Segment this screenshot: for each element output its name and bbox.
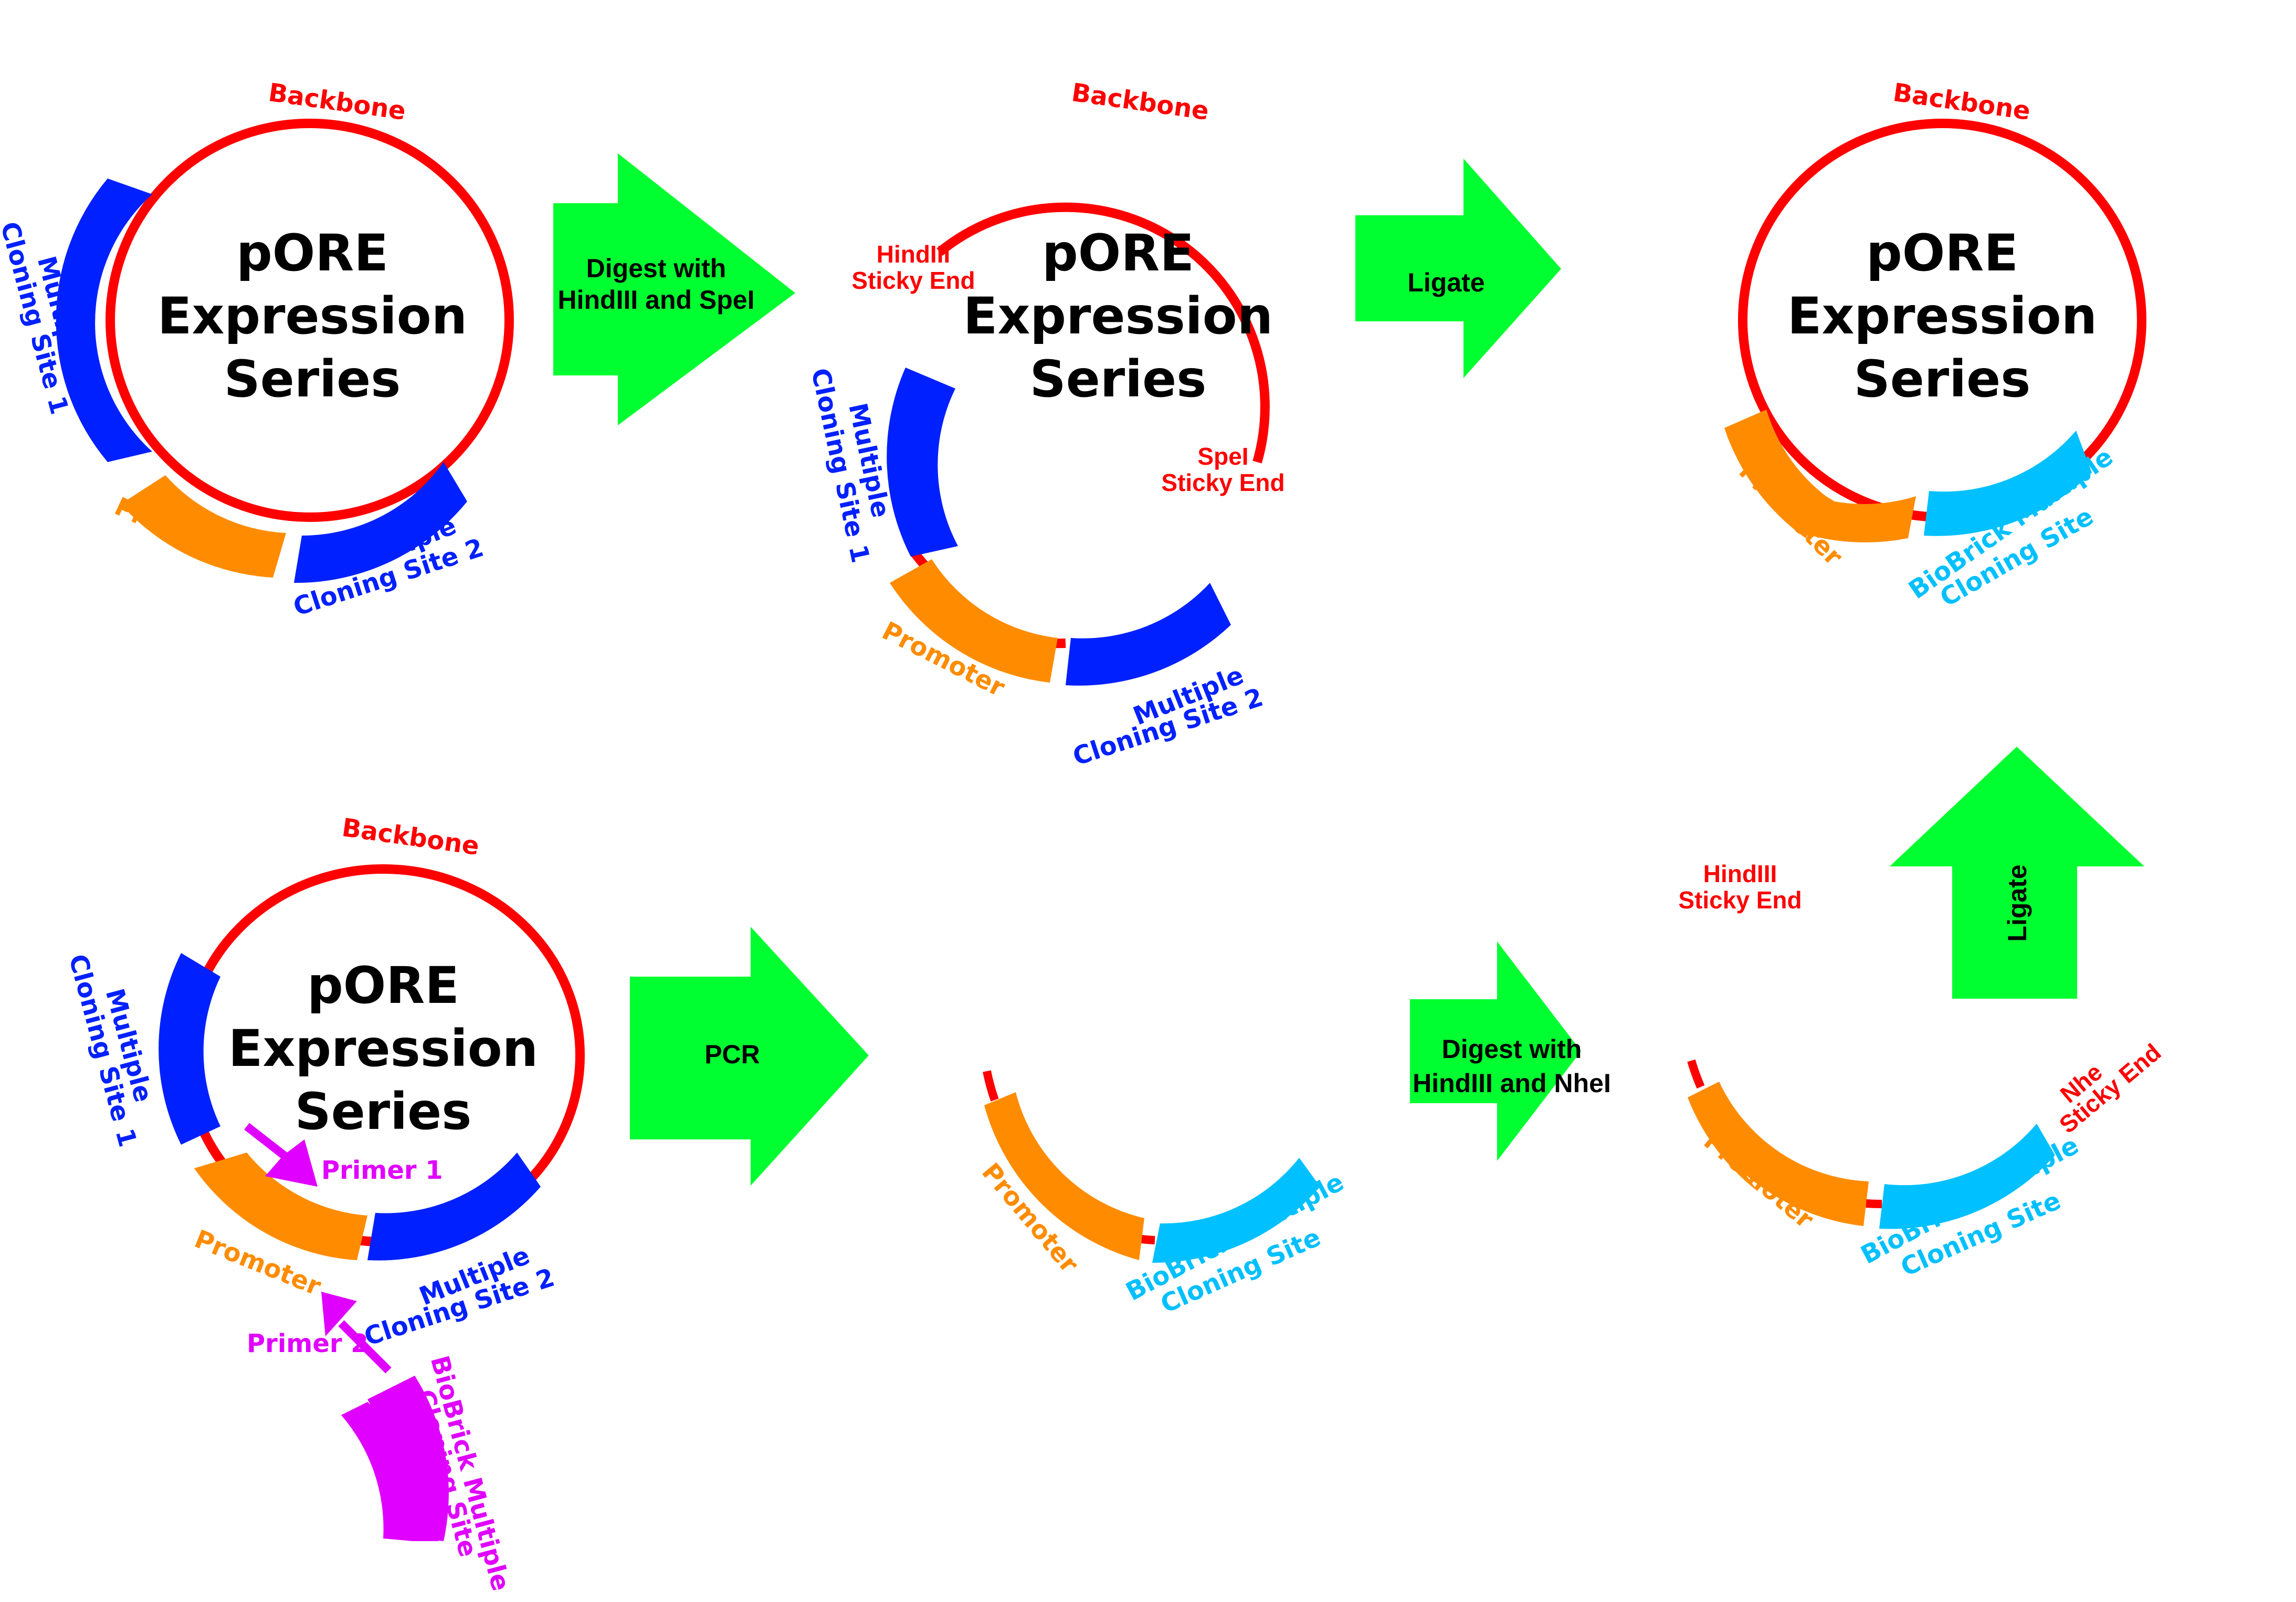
plasmid-digested: pORE Expression Series Backbone HindIII …: [805, 78, 1285, 772]
plasmid-title-line3: Series: [295, 1082, 472, 1141]
step-label: Ligate: [2003, 864, 2032, 941]
step-label-line1: Digest with: [586, 254, 726, 283]
promoter-segment-main: [1688, 1082, 1869, 1226]
step-label: PCR: [704, 1040, 760, 1069]
arrow-head-icon: [321, 1292, 357, 1336]
promoter-segment: [194, 1153, 367, 1260]
biobrick-overhang-body: [367, 1376, 449, 1541]
biobrick-segment: [1879, 1124, 2055, 1229]
backbone-link: [1866, 1199, 1882, 1209]
backbone-link: [1141, 1235, 1155, 1244]
backbone-label: Backbone: [1891, 78, 2032, 126]
step-label-line1: Digest with: [1442, 1034, 1582, 1064]
plasmid-pcr-template: pORE Expression Series Backbone Multiple…: [63, 813, 585, 1594]
plasmid-original: pORE Expression Series Backbone Multiple…: [0, 78, 514, 622]
backbone-stub: [1687, 1059, 1705, 1089]
plasmid-title-line2: Expression: [963, 287, 1273, 345]
primer1-label: Primer 1: [321, 1156, 443, 1185]
primer1-arrow: Primer 1: [244, 1123, 443, 1187]
plasmid-final: pORE Expression Series Backbone Promoter…: [1724, 78, 2146, 613]
plasmid-title-line1: pORE: [307, 956, 459, 1015]
plasmid-title-line2: Expression: [1787, 287, 2097, 345]
plasmid-title-line1: pORE: [236, 224, 388, 282]
plasmid-title-line3: Series: [1030, 350, 1207, 409]
step-arrow-digest2: Digest with HindIII and NheI: [1410, 941, 1611, 1161]
mcs2-segment: [294, 462, 467, 583]
arrow-up-icon: [1890, 747, 2144, 999]
backbone-label: Backbone: [1070, 78, 1211, 126]
digested-pcr-fragment: HindIII Sticky End Nhe Sticky End Promot…: [1678, 860, 2166, 1282]
backbone-stub: [983, 1070, 999, 1102]
arrow-shaft: [338, 1320, 392, 1374]
pcr-product-fragment: Promoter BioBrick Multiple Cloning Site: [976, 1070, 1349, 1319]
step-arrow-pcr: PCR: [630, 927, 869, 1186]
plasmid-title-line3: Series: [224, 350, 401, 409]
backbone-arc: [936, 202, 1270, 464]
promoter-segment-lower: [1727, 436, 1916, 542]
promoter-segment: [890, 559, 1058, 683]
hindiii-end-label-line1: HindIII: [877, 240, 951, 268]
spei-end-label-line1: SpeI: [1197, 443, 1248, 470]
plasmid-title-line3: Series: [1854, 350, 2031, 409]
hindiii-end-label-line2: Sticky End: [1678, 886, 1802, 914]
promoter-segment: [984, 1092, 1144, 1260]
arrow-right-icon: [1410, 941, 1581, 1161]
step-label-line2: HindIII and SpeI: [557, 285, 754, 315]
hindiii-end-label-line1: HindIII: [1703, 860, 1777, 887]
step-arrow-digest1: Digest with HindIII and SpeI: [553, 153, 795, 425]
arrow-right-icon: [630, 927, 869, 1186]
hindiii-end-label-line2: Sticky End: [851, 267, 975, 294]
plasmid-title-line1: pORE: [1866, 224, 2018, 282]
mcs1-segment: [56, 179, 152, 462]
arrow-right-icon: [1355, 159, 1561, 378]
backbone-ring: [106, 119, 514, 522]
backbone-label: Backbone: [340, 813, 481, 861]
primer2-arrow: Primer 2: [247, 1292, 392, 1374]
mcs1-segment: [159, 953, 220, 1145]
step-arrow-ligate1: Ligate: [1355, 159, 1561, 378]
promoter-segment: [121, 475, 286, 578]
plasmid-title-line1: pORE: [1042, 224, 1194, 282]
spei-end-label-line2: Sticky End: [1161, 469, 1284, 496]
plasmid-title-line2: Expression: [228, 1019, 538, 1078]
step-arrow-ligate2: Ligate: [1890, 747, 2144, 999]
mcs2-segment: [1066, 583, 1231, 686]
step-label-line2: HindIII and NheI: [1413, 1069, 1611, 1098]
arrow-right-icon: [553, 153, 795, 425]
plasmid-title-line2: Expression: [157, 287, 467, 345]
arrow-head-icon: [265, 1139, 318, 1187]
biobrick-segment: [1924, 431, 2092, 536]
biobrick-segment: [1152, 1158, 1320, 1263]
mcs2-segment: [367, 1153, 541, 1261]
step-label: Ligate: [1407, 268, 1484, 297]
backbone-label: Backbone: [267, 78, 408, 126]
primer2-label: Primer 2: [247, 1329, 368, 1358]
mcs1-segment: [887, 368, 958, 557]
